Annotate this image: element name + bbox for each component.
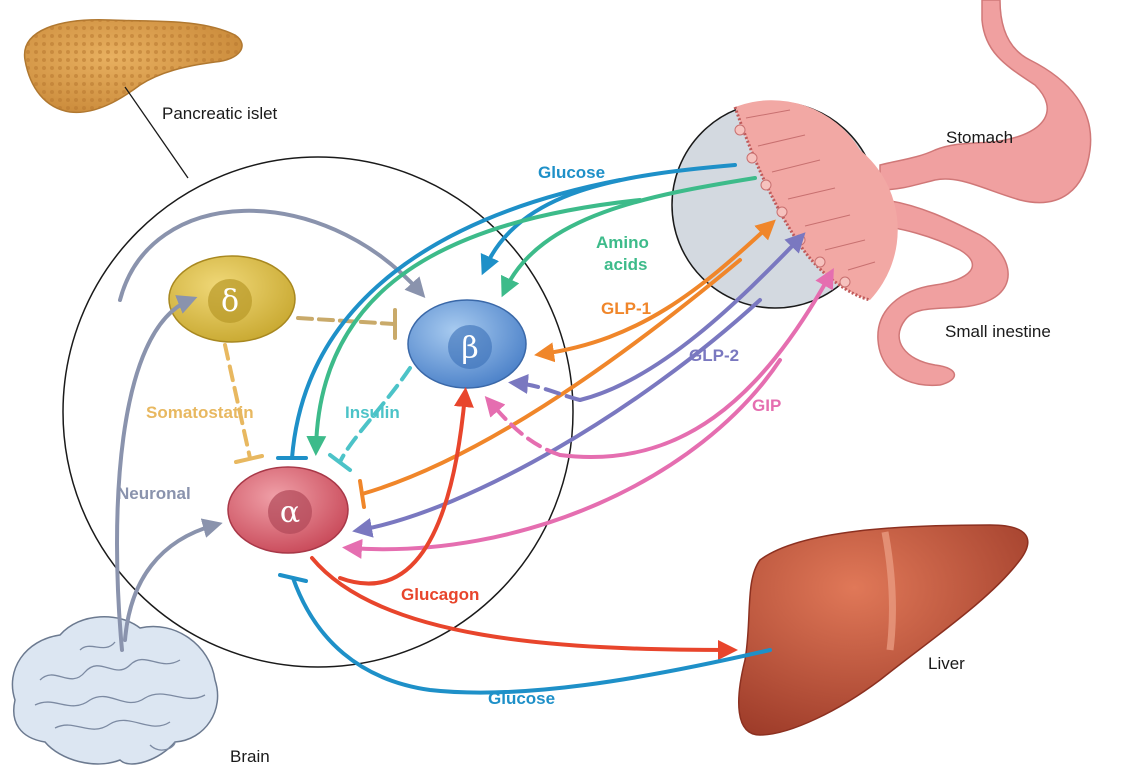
brain-organ xyxy=(12,617,217,764)
glp2-label: GLP-2 xyxy=(689,346,739,365)
brain-label: Brain xyxy=(230,747,270,766)
insulin-label: Insulin xyxy=(345,403,400,422)
liver-organ xyxy=(739,525,1028,735)
amino-acids-label-line1: Amino xyxy=(596,233,649,252)
gut-epithelium-inset xyxy=(672,100,898,308)
pancreas-callout-line xyxy=(125,87,188,178)
beta-cell: β xyxy=(408,300,526,388)
delta-cell-label: δ xyxy=(221,284,239,319)
amino-acids-label-line2: acids xyxy=(604,255,647,274)
gip-label: GIP xyxy=(752,396,781,415)
glp1-label: GLP-1 xyxy=(601,299,651,318)
glucagon-label: Glucagon xyxy=(401,585,479,604)
small-intestine-label: Small inestine xyxy=(945,322,1051,341)
glucose-liver-label: Glucose xyxy=(488,689,555,708)
somatostatin-label: Somatostatin xyxy=(146,403,254,422)
glucose-gut-label: Glucose xyxy=(538,163,605,182)
neuronal-label: Neuronal xyxy=(117,484,191,503)
stomach-label: Stomach xyxy=(946,128,1013,147)
alpha-cell-label: α xyxy=(280,495,300,530)
liver-label: Liver xyxy=(928,654,965,673)
pancreatic-islet-label: Pancreatic islet xyxy=(162,104,278,123)
beta-cell-label: β xyxy=(461,331,478,366)
alpha-cell: α xyxy=(228,467,348,553)
